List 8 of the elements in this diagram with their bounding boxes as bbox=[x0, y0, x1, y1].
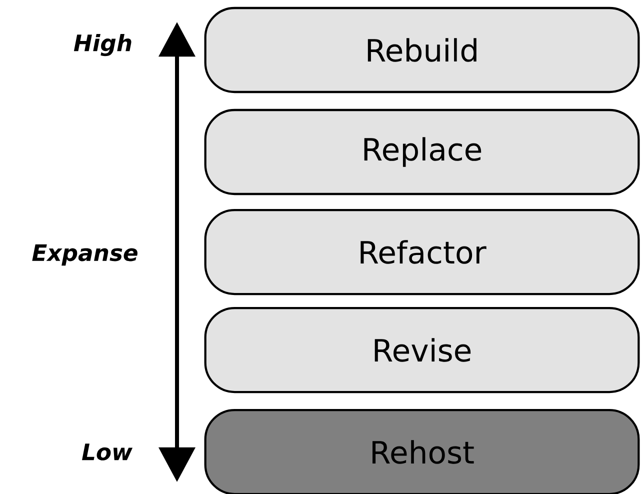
axis-label: Expanse bbox=[32, 244, 138, 266]
stack-box: Rebuild bbox=[204, 6, 640, 94]
stack-box: Refactor bbox=[204, 208, 640, 296]
axis-label: High bbox=[74, 34, 132, 56]
stack-box: Revise bbox=[204, 306, 640, 394]
stack-box: Replace bbox=[204, 108, 640, 196]
stack-box: Rehost bbox=[204, 408, 640, 494]
axis-label: Low bbox=[82, 444, 133, 460]
